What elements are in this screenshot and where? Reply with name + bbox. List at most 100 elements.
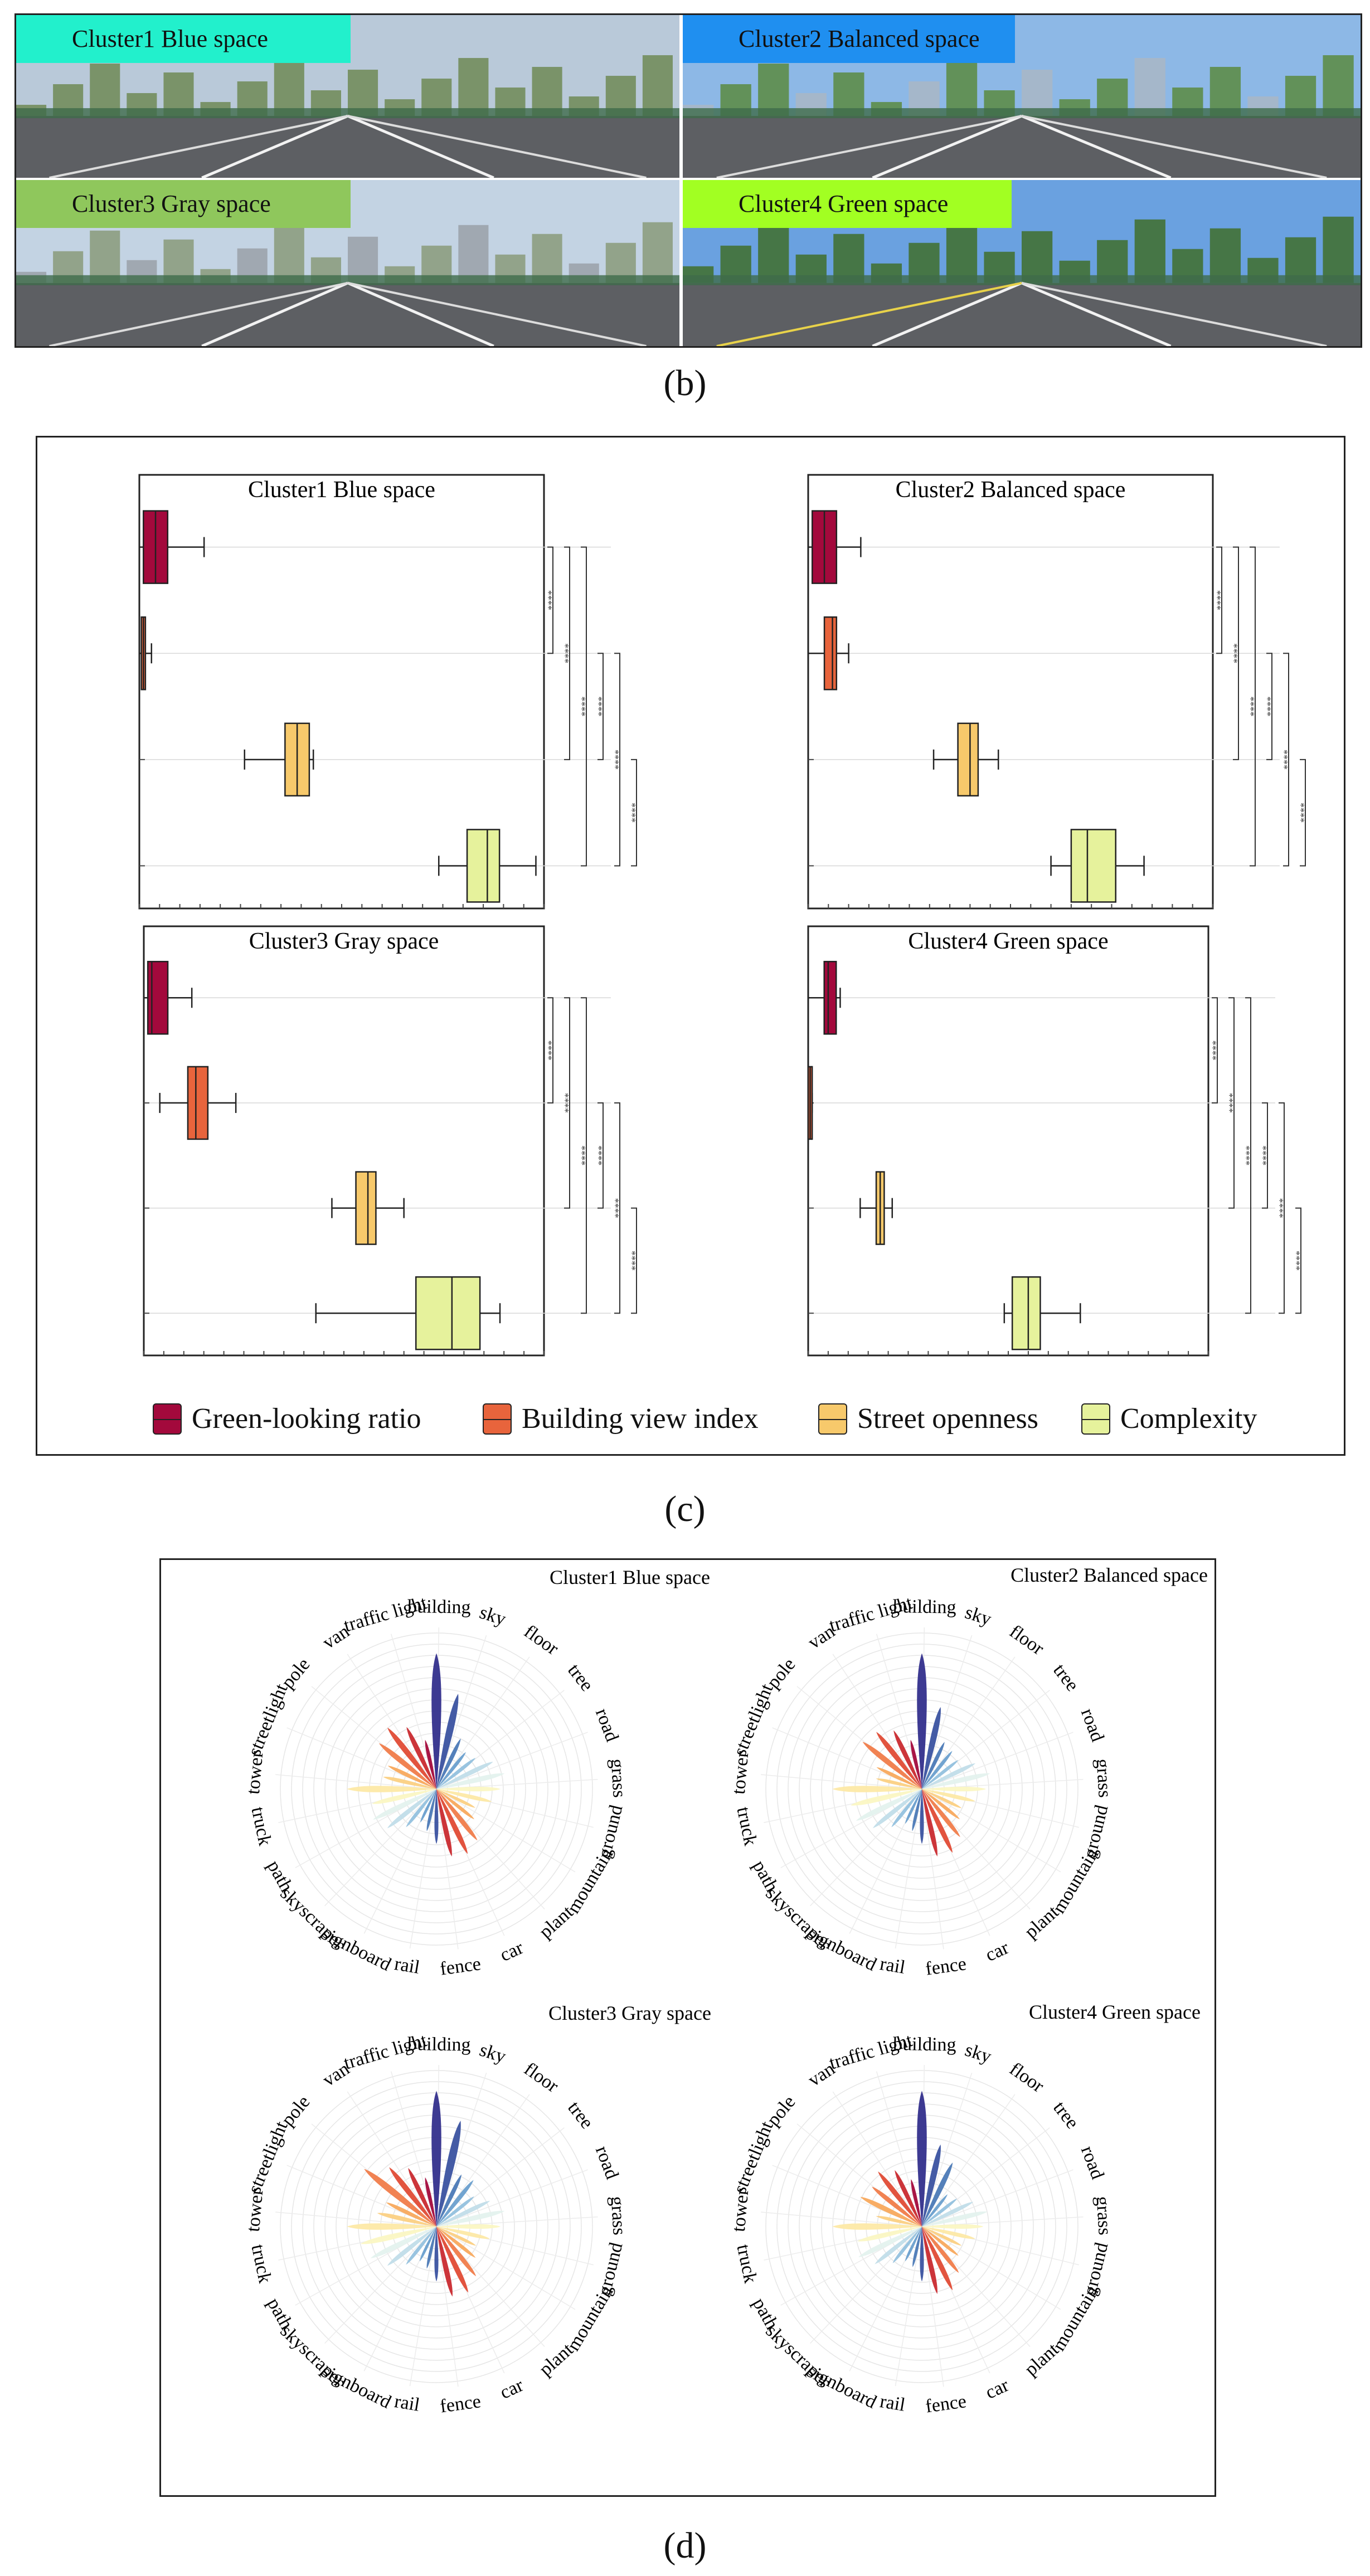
rose-petal <box>436 1789 452 1856</box>
rose-category-label: fence <box>439 1953 482 1980</box>
rose-spoke <box>921 2094 1016 2227</box>
rose-petal <box>860 2196 922 2227</box>
lane-line <box>1021 115 1327 178</box>
box-street-openness <box>957 722 979 797</box>
street-scene <box>683 15 1361 178</box>
rose-petal <box>893 1730 922 1789</box>
rose-category-label: fence <box>924 2391 968 2417</box>
rose-petal <box>436 1694 459 1789</box>
rose-spoke <box>921 1788 944 1950</box>
rose-category-label: building <box>407 1596 471 1618</box>
rose-category-label: mountain <box>563 1845 618 1917</box>
lane-line <box>716 281 1022 346</box>
photo-cluster3: Cluster3 Gray space <box>16 180 679 346</box>
rose-petal <box>372 1789 436 1804</box>
rose-category-label: tower <box>243 2188 268 2233</box>
rose-category-label: car <box>982 1937 1012 1966</box>
panel-label-d: (d) <box>663 2525 707 2566</box>
rose-petal <box>920 2227 924 2282</box>
scene-block <box>458 58 489 116</box>
significance-bracket <box>1283 653 1289 867</box>
rose-petal <box>911 2179 922 2227</box>
boxplot-title: Cluster2 Balanced space <box>896 477 1126 503</box>
rose-petal <box>922 1789 962 1809</box>
boxplot-title: Cluster3 Gray space <box>249 929 439 954</box>
legend-label-street-openness: Street openness <box>857 1403 1038 1435</box>
legend-building-view-index: Building view index <box>483 1402 759 1435</box>
significance-label: **** <box>1212 590 1223 610</box>
rose-petal <box>436 1752 466 1789</box>
rose-petal <box>922 2227 962 2246</box>
boxplot-1: Cluster1 Blue space*********************… <box>138 474 638 910</box>
rose-petal <box>436 1738 461 1789</box>
rose-spoke <box>436 2226 459 2387</box>
rose-spoke <box>436 2226 576 2310</box>
box-complexity <box>1011 1276 1041 1350</box>
rose-category-label: building <box>893 2034 956 2055</box>
rose-petal <box>872 2186 922 2227</box>
rose-petal <box>922 1786 987 1792</box>
lane-line <box>347 115 647 178</box>
road-area <box>16 283 679 346</box>
rose-petal <box>922 2201 974 2227</box>
rose-petal <box>387 1765 436 1789</box>
scene-block <box>758 64 789 116</box>
rose-gridcircle <box>776 2081 1067 2372</box>
rose-petal <box>922 1789 953 1853</box>
legend-swatch-green-looking-ratio <box>153 1403 182 1435</box>
rose-spoke <box>275 2212 437 2227</box>
rose-category-label: sky <box>477 2039 508 2067</box>
rose-category-label: rail <box>878 2391 907 2415</box>
rose-petal <box>922 2198 958 2227</box>
rose-petal <box>378 1743 436 1789</box>
rose-category-label: skyscraper <box>276 2321 349 2392</box>
boxplot-title: Cluster1 Blue space <box>248 477 435 503</box>
scene-block <box>90 64 120 116</box>
panel-label-b: (b) <box>663 363 707 404</box>
rose-petal <box>364 2169 436 2227</box>
significance-label: **** <box>626 803 638 823</box>
rose-petal <box>917 1653 927 1789</box>
scene-block <box>1022 231 1053 283</box>
scene-block <box>532 234 562 283</box>
rose-gridcircle <box>280 1632 593 1946</box>
rose-petal <box>377 2213 436 2227</box>
rose-petal <box>387 2227 436 2266</box>
rose-petal <box>426 2227 436 2269</box>
rose-petal <box>922 1751 953 1789</box>
rose-spoke <box>347 1654 437 1790</box>
lane-line <box>347 114 494 178</box>
rose-category-label: truck <box>732 2243 761 2285</box>
significance-bracket <box>614 653 620 867</box>
significance-bracket <box>581 546 587 867</box>
scene-block <box>946 222 978 283</box>
rose-petal <box>922 2227 953 2291</box>
significance-label: **** <box>576 1145 587 1165</box>
rose-title: Cluster3 Gray space <box>548 2002 711 2024</box>
box-green-looking-ratio <box>823 961 837 1035</box>
rose-petal <box>922 1789 937 1856</box>
rose-spoke <box>895 2226 922 2387</box>
rose-petal <box>436 2121 461 2227</box>
photo-cluster2: Cluster2 Balanced space <box>683 15 1361 178</box>
rose-3: skyfloortreeroadgrassgroundmountainplant… <box>243 2002 711 2417</box>
scene-block <box>532 67 562 116</box>
significance-label: **** <box>576 697 587 717</box>
rose-category-label: mountain <box>1048 1845 1103 1917</box>
rose-petal <box>436 1789 478 1841</box>
significance-label: **** <box>593 697 604 717</box>
rose-petal <box>419 2227 436 2262</box>
legend-complexity: Complexity <box>1081 1402 1257 1435</box>
rose-gridcircle <box>765 1632 1078 1946</box>
significance-bracket <box>631 759 637 867</box>
rose-petal <box>434 1789 439 1844</box>
boxplot-3: Cluster3 Gray space*********************… <box>143 925 638 1357</box>
significance-bracket <box>1250 546 1256 867</box>
rose-petal <box>406 2227 436 2265</box>
rose-chart: skyfloortreeroadgrassgroundmountainplant… <box>243 1564 1208 2417</box>
rose-category-label: rail <box>393 2391 421 2415</box>
significance-label: **** <box>1207 1041 1218 1061</box>
rose-petal <box>875 2227 922 2264</box>
rose-petal <box>436 2227 477 2277</box>
rose-petal <box>892 2227 922 2263</box>
